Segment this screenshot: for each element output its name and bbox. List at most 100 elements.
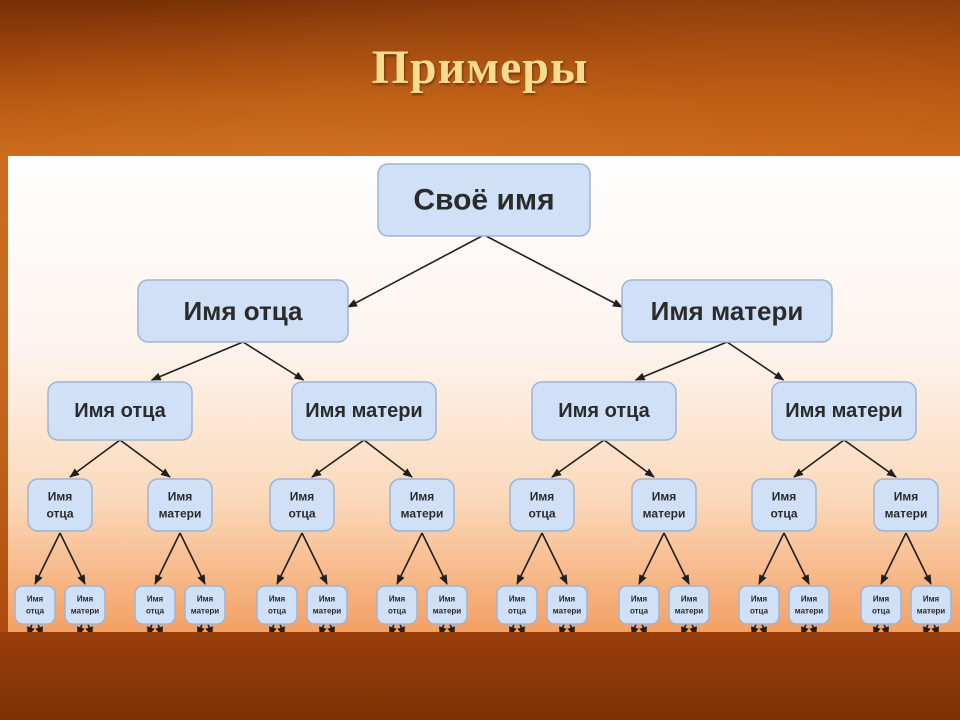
arrow-l4-2-down-left	[147, 623, 155, 632]
arrow-l4-15-down-right	[931, 623, 939, 632]
arrow-l4-8-down-right	[517, 623, 525, 632]
node-l2-3-box	[771, 381, 917, 441]
arrow-l4-12-down-right	[759, 623, 767, 632]
arrow-root-to-mother	[485, 235, 623, 308]
node-self-name-box	[377, 163, 591, 237]
arrow-l3-3-to-l4-7	[421, 532, 448, 585]
node-l4-11-box	[668, 585, 710, 625]
node-l4-9-label: Имя	[559, 595, 576, 604]
arrow-l3-3-to-l4-6	[396, 532, 423, 585]
arrow-l4-11-down-right	[689, 623, 697, 632]
node-l4-13-box	[788, 585, 830, 625]
arrow-l4-9-down-left	[559, 623, 567, 632]
node-l4-1-label: матери	[71, 606, 100, 615]
arrow-l4-2-down-right	[155, 623, 163, 632]
node-l3-3-label: Имя	[410, 489, 435, 503]
node-l3-5-label: матери	[643, 507, 686, 521]
node-l3-5-box	[631, 478, 697, 532]
node-l4-11-label: Имя	[681, 595, 698, 604]
node-l4-4-box	[256, 585, 298, 625]
arrow-root-to-father	[347, 235, 483, 308]
arrow-l4-14-down-left	[873, 623, 881, 632]
node-l3-5: Имя матери	[631, 478, 697, 532]
node-l3-2-box	[269, 478, 335, 532]
arrow-l3-0-to-l4-0	[34, 532, 61, 585]
arrow-l4-6-down-left	[389, 623, 397, 632]
arrow-l4-13-down-left	[801, 623, 809, 632]
node-l4-1: Имя матери	[64, 585, 106, 625]
arrow-l3-5-to-l4-10	[638, 532, 665, 585]
node-father-name-label: Имя отца	[183, 296, 303, 326]
node-l4-4-label: Имя	[269, 595, 286, 604]
node-l4-8-label: Имя	[509, 595, 526, 604]
node-l4-6-box	[376, 585, 418, 625]
arrow-l4-4-down-left	[269, 623, 277, 632]
arrow-l3-1-to-l4-2	[154, 532, 181, 585]
arrow-l3-4-to-l4-8	[516, 532, 543, 585]
node-l4-3-label: Имя	[197, 595, 214, 604]
node-l4-11: Имя матери	[668, 585, 710, 625]
node-l4-5-label: матери	[313, 606, 342, 615]
arrow-l4-11-down-left	[681, 623, 689, 632]
node-l3-4-label: отца	[528, 507, 555, 521]
node-l4-5-box	[306, 585, 348, 625]
arrow-l3-5-to-l4-11	[663, 532, 690, 585]
node-l3-1-label: матери	[159, 507, 202, 521]
node-l3-3-box	[389, 478, 455, 532]
node-mother-name-box	[621, 279, 833, 343]
node-l4-12-label: Имя	[751, 595, 768, 604]
node-l3-7-label: матери	[885, 507, 928, 521]
node-l4-14-label: Имя	[873, 595, 890, 604]
arrow-l4-0-down-right	[35, 623, 43, 632]
arrow-l3-6-to-l4-12	[758, 532, 785, 585]
node-l3-3-label: матери	[401, 507, 444, 521]
node-l3-7-box	[873, 478, 939, 532]
arrow-l2-2-to-l3-4	[551, 439, 605, 478]
arrow-l4-1-down-right	[85, 623, 93, 632]
arrow-l3-1-to-l4-3	[179, 532, 206, 585]
node-l4-2-label: отца	[146, 606, 165, 615]
arrow-l4-13-down-right	[809, 623, 817, 632]
node-mother-name-label: Имя матери	[651, 296, 804, 326]
arrow-l4-5-down-right	[327, 623, 335, 632]
node-l4-8-box	[496, 585, 538, 625]
node-l4-15-box	[910, 585, 952, 625]
arrow-l2-3-to-l3-6	[793, 439, 845, 478]
node-l4-14-box	[860, 585, 902, 625]
node-l4-10-label: отца	[630, 606, 649, 615]
arrow-l4-12-down-left	[751, 623, 759, 632]
node-l4-8-label: отца	[508, 606, 527, 615]
node-l3-5-label: Имя	[652, 489, 677, 503]
arrow-l4-0-down-left	[27, 623, 35, 632]
node-l3-0-label: Имя	[48, 489, 73, 503]
node-l2-3: Имя матери	[771, 381, 917, 441]
arrow-l2-2-to-l3-5	[603, 439, 655, 478]
node-self-name-label: Своё имя	[413, 184, 554, 217]
node-l4-2-box	[134, 585, 176, 625]
node-l4-11-label: матери	[675, 606, 704, 615]
node-l4-12-box	[738, 585, 780, 625]
node-father-name-box	[137, 279, 349, 343]
arrow-l3-7-to-l4-14	[880, 532, 907, 585]
node-l4-15-label: матери	[917, 606, 946, 615]
node-l3-6-label: Имя	[772, 489, 797, 503]
node-l2-3-label: Имя матери	[785, 400, 902, 422]
node-l4-1-label: Имя	[77, 595, 94, 604]
arrow-l4-4-down-right	[277, 623, 285, 632]
node-l2-0: Имя отца	[47, 381, 193, 441]
arrow-l1-1-to-l2-2	[634, 341, 728, 381]
node-l4-13-label: матери	[795, 606, 824, 615]
arrow-l1-0-to-l2-0	[150, 341, 244, 381]
arrow-l2-0-to-l3-1	[119, 439, 171, 478]
